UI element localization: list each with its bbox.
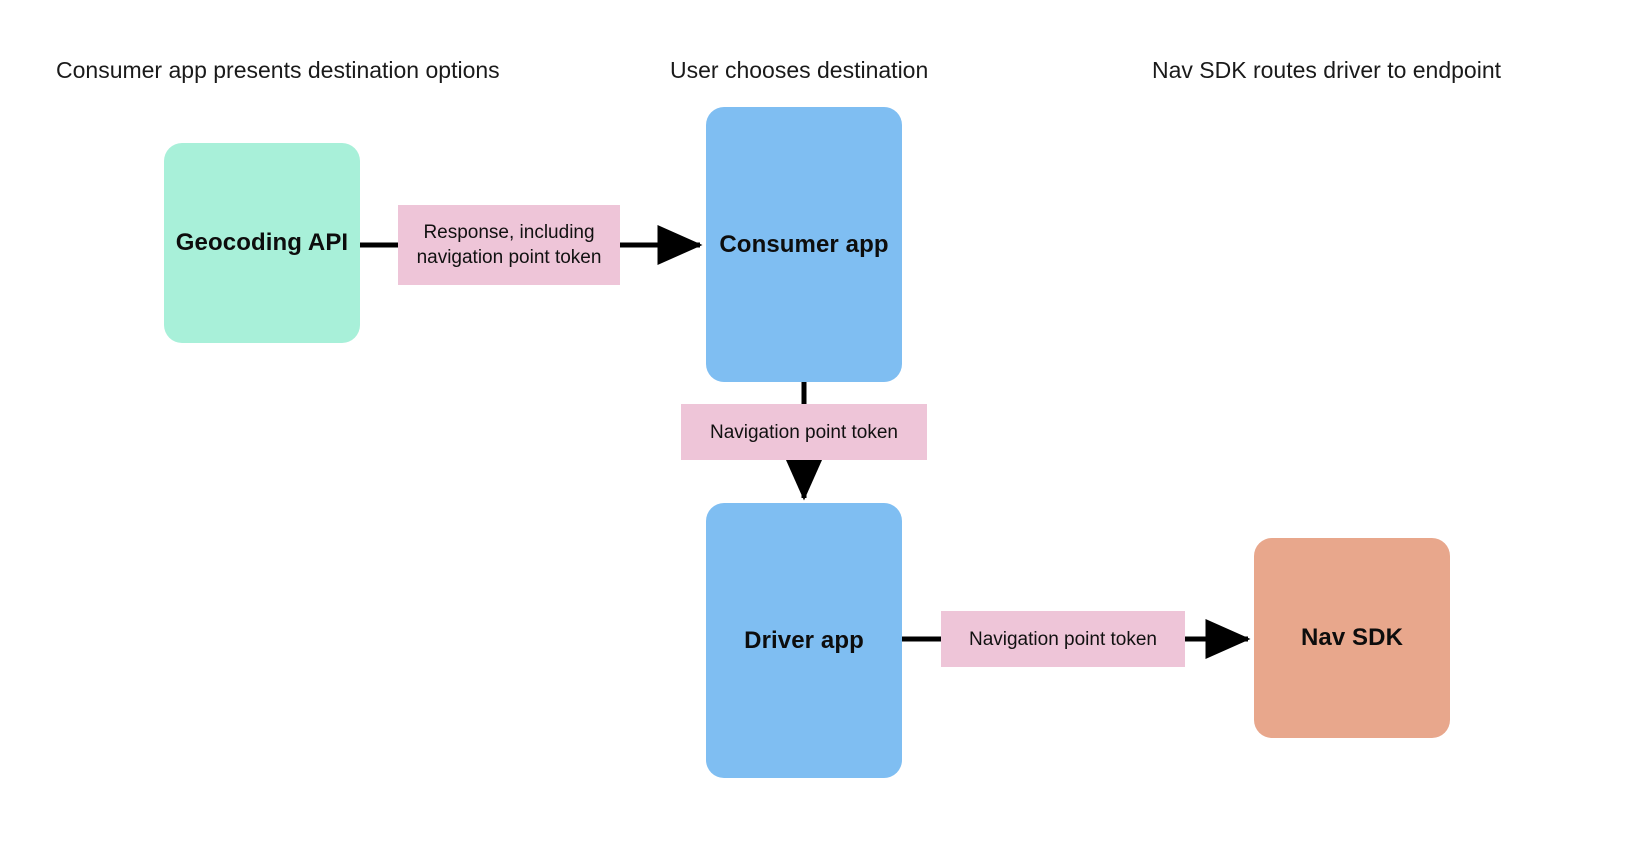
column-heading-nav-sdk-routes: Nav SDK routes driver to endpoint bbox=[1152, 57, 1502, 83]
node-driver-app[interactable]: Driver app bbox=[706, 503, 902, 778]
edge-label-driver-to-navsdk: Navigation point token bbox=[941, 611, 1185, 667]
node-geocoding-api[interactable]: Geocoding API bbox=[164, 143, 360, 343]
node-driver-app-label: Driver app bbox=[744, 626, 864, 654]
edge-label-consumer-to-driver: Navigation point token bbox=[681, 404, 927, 460]
edge-label-geocoding-to-consumer: Response, including navigation point tok… bbox=[398, 205, 620, 285]
node-nav-sdk[interactable]: Nav SDK bbox=[1254, 538, 1450, 738]
node-geocoding-api-label: Geocoding API bbox=[175, 229, 349, 256]
node-nav-sdk-label: Nav SDK bbox=[1300, 624, 1404, 651]
edge-label-consumer-to-driver-text: Navigation point token bbox=[709, 421, 898, 443]
edge-label-geocoding-to-consumer-text: Response, including navigation point tok… bbox=[416, 222, 602, 268]
edge-label-driver-to-navsdk-text: Navigation point token bbox=[968, 628, 1157, 650]
node-consumer-app-label: Consumer app bbox=[719, 230, 889, 258]
column-heading-consumer-app: Consumer app presents destination option… bbox=[56, 57, 500, 83]
node-consumer-app[interactable]: Consumer app bbox=[706, 107, 902, 382]
column-heading-user-chooses: User chooses destination bbox=[670, 57, 929, 83]
